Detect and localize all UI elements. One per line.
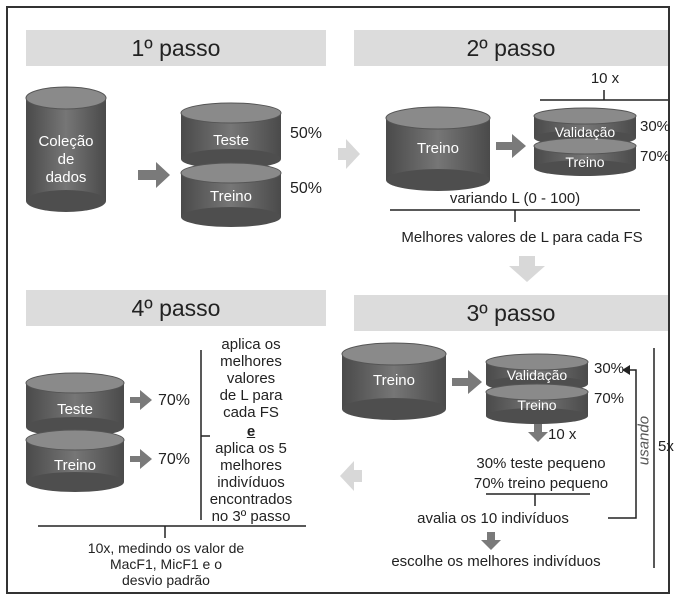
step2-train-small-cylinder [533,137,637,176]
step4-apply-best: aplica os melhores valores de L para cad… [206,336,296,421]
arrow-step3-choose [481,532,501,550]
step2-val-pct: 30% [640,118,671,135]
step4-test-pct: 70% [158,392,191,409]
step1-train-label: Treino [210,188,252,205]
step4-and: e [246,423,256,440]
step3-train-pct: 70% [594,390,625,407]
arrow-step3 [452,370,482,394]
step2-repeat: 10 x [590,70,620,87]
apply-five-line1: aplica os 5 [215,440,287,457]
step3-train-small-cylinder [485,383,589,424]
step4-header: 4º passo [26,290,326,326]
collection-line2: de [57,151,75,168]
step1-train-pct: 50% [290,180,323,197]
step4-apply-five: aplica os 5 melhores indivíduos encontra… [206,440,296,525]
step4-test-label: Teste [57,401,93,418]
step1-test-label: Teste [213,132,249,149]
apply-five-line5: no 3º passo [211,508,291,525]
apply-best-line3: valores [226,370,276,387]
arrow-step1 [138,162,170,188]
arrow-step1-to-step2 [338,139,360,169]
step2-header: 2º passo [354,30,668,66]
arrow-step3-down [528,424,548,442]
step3-evaluate: avalia os 10 indivíduos [417,510,569,527]
arrow-step4-test [130,390,152,410]
step3-validation-label: Validação [506,367,568,383]
apply-best-line1: aplica os [221,336,281,353]
measure-line1: 10x, medindo os valor de [87,540,245,556]
step3-small-test: 30% teste pequeno [476,455,606,472]
collection-line3: dados [45,169,87,186]
step3-choose: escolhe os melhores indivíduos [391,553,601,570]
train-cylinder [180,162,282,227]
step3-val-pct: 30% [594,360,625,377]
step3-header: 3º passo [354,295,668,331]
step3-train-label: Treino [373,372,415,389]
step4-train-cylinder [25,429,125,492]
step4-test-cylinder [25,372,125,437]
step3-train2-label: Treino [517,397,557,413]
step1-test-pct: 50% [290,125,323,142]
arrow-step3-to-step4 [340,461,362,491]
step2-best: Melhores valores de L para cada FS [401,229,643,246]
step2-train-cylinder [385,106,491,191]
step2-varying: variando L (0 - 100) [449,190,581,207]
step3-small-train: 70% treino pequeno [473,475,609,492]
collection-line1: Coleção [38,133,94,150]
apply-best-line2: melhores [220,353,282,370]
step1-header: 1º passo [26,30,326,66]
arrow-step4-train [130,449,152,469]
step3-train-cylinder [341,342,447,420]
step2-train-label: Treino [417,140,459,157]
arrow-step2 [496,134,526,158]
step4-train-pct: 70% [158,451,191,468]
step2-validation-label: Validação [554,124,616,140]
collection-label: Coleção de dados [26,133,106,187]
step2-train-pct: 70% [640,148,671,165]
measure-line2: MacF1, MicF1 e o [109,556,223,572]
measure-line3: desvio padrão [122,572,210,588]
step4-measure: 10x, medindo os valor de MacF1, MicF1 e … [56,540,276,588]
step3-using: usando [635,415,653,466]
arrow-step2-to-step3 [509,256,545,282]
apply-five-line3: indivíduos [217,474,285,491]
apply-five-line4: encontrados [209,491,293,508]
step3-repeat: 10 x [548,426,577,443]
loop-line [608,369,637,519]
step4-train-label: Treino [54,457,96,474]
apply-best-line4: de L para [219,387,283,404]
step2-train2-label: Treino [565,154,605,170]
step3-five-x: 5x [658,438,674,455]
apply-five-line2: melhores [220,457,282,474]
apply-best-line5: cada FS [223,404,279,421]
collection-cylinder [25,86,107,212]
